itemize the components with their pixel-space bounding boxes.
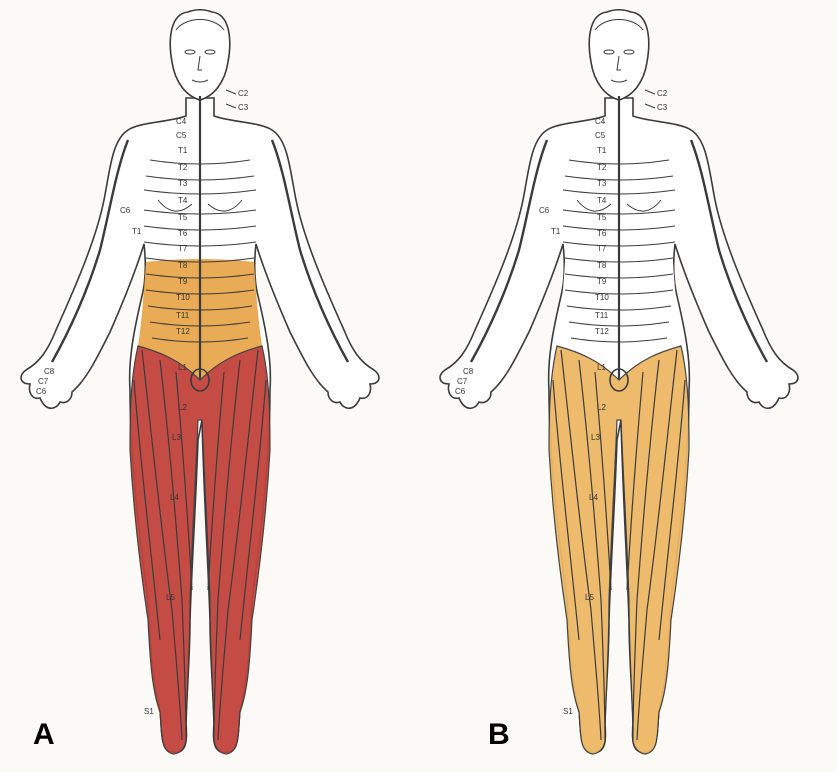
trunk-dermatome-label: T5	[178, 213, 188, 222]
trunk-dermatome-label: T7	[597, 244, 607, 253]
leg-dermatome-label: L3	[591, 433, 600, 442]
neck-pointer-lines	[645, 90, 655, 108]
arm-dermatome-label: C6	[120, 206, 131, 215]
trunk-dermatome-label: T12	[176, 327, 190, 336]
leg-dermatome-label: L1	[597, 363, 606, 372]
trunk-dermatome-label: T3	[597, 179, 607, 188]
trunk-dermatome-label: T6	[597, 229, 607, 238]
head-outline	[589, 10, 648, 100]
arm-dermatome-label: C6	[539, 206, 550, 215]
trunk-dermatome-label: T2	[597, 163, 607, 172]
dermatome-body-a: C2C3C4C5T1T2T3T4T5T6T7T8T9T10T11T12C6T1C…	[0, 0, 418, 772]
trunk-dermatome-label: T3	[178, 179, 188, 188]
leg-dermatome-label: L4	[170, 493, 179, 502]
arm-dermatome-label: T1	[551, 227, 561, 236]
trunk-dermatome-label: T7	[178, 244, 188, 253]
neck-dermatome-label: C4	[595, 117, 606, 126]
panel-b: C2C3C4C5T1T2T3T4T5T6T7T8T9T10T11T12C6T1C…	[419, 0, 837, 772]
dermatome-body-b: C2C3C4C5T1T2T3T4T5T6T7T8T9T10T11T12C6T1C…	[419, 0, 837, 772]
leg-dermatome-label: L2	[597, 403, 606, 412]
foot-dermatome-label: S1	[563, 707, 573, 716]
neck-dermatome-label: C5	[176, 131, 187, 140]
neck-dermatome-label: C3	[238, 103, 249, 112]
trunk-dermatome-label: T2	[178, 163, 188, 172]
trunk-dermatome-label: T8	[597, 261, 607, 270]
foot-dermatome-label: S1	[144, 707, 154, 716]
trunk-dermatome-label: T4	[178, 196, 188, 205]
arm-dermatome-label: C8	[44, 367, 55, 376]
arm-dermatome-label: C7	[457, 377, 468, 386]
leg-dermatome-label: L5	[585, 593, 594, 602]
arm-dermatome-label: C6	[455, 387, 466, 396]
neck-dermatome-label: C2	[238, 89, 249, 98]
leg-dermatome-label: L3	[172, 433, 181, 442]
trunk-dermatome-label: T10	[176, 293, 190, 302]
arm-dermatome-label: C8	[463, 367, 474, 376]
panel-label-b: B	[488, 718, 510, 752]
trunk-dermatome-label: T10	[595, 293, 609, 302]
trunk-dermatome-label: T8	[178, 261, 188, 270]
neck-pointer-lines	[226, 90, 236, 108]
trunk-dermatome-label: T11	[595, 311, 609, 320]
arm-dermatome-label: C7	[38, 377, 49, 386]
trunk-dermatome-label: T1	[178, 146, 188, 155]
arm-dermatome-label: T1	[132, 227, 142, 236]
leg-dermatome-label: L4	[589, 493, 598, 502]
trunk-dermatome-label: T6	[178, 229, 188, 238]
neck-dermatome-label: C2	[657, 89, 668, 98]
leg-dermatome-label: L1	[178, 363, 187, 372]
trunk-dermatome-label: T12	[595, 327, 609, 336]
leg-dermatome-label: L5	[166, 593, 175, 602]
trunk-dermatome-label: T1	[597, 146, 607, 155]
trunk-dermatome-label: T9	[178, 277, 188, 286]
trunk-dermatome-label: T4	[597, 196, 607, 205]
trunk-dermatome-label: T11	[176, 311, 190, 320]
trunk-dermatome-label: T5	[597, 213, 607, 222]
neck-dermatome-label: C5	[595, 131, 606, 140]
head-outline	[170, 10, 229, 100]
trunk-dermatome-label: T9	[597, 277, 607, 286]
arm-dermatome-label: C6	[36, 387, 47, 396]
panel-label-a: A	[33, 718, 55, 752]
neck-dermatome-label: C4	[176, 117, 187, 126]
neck-dermatome-label: C3	[657, 103, 668, 112]
leg-dermatome-label: L2	[178, 403, 187, 412]
